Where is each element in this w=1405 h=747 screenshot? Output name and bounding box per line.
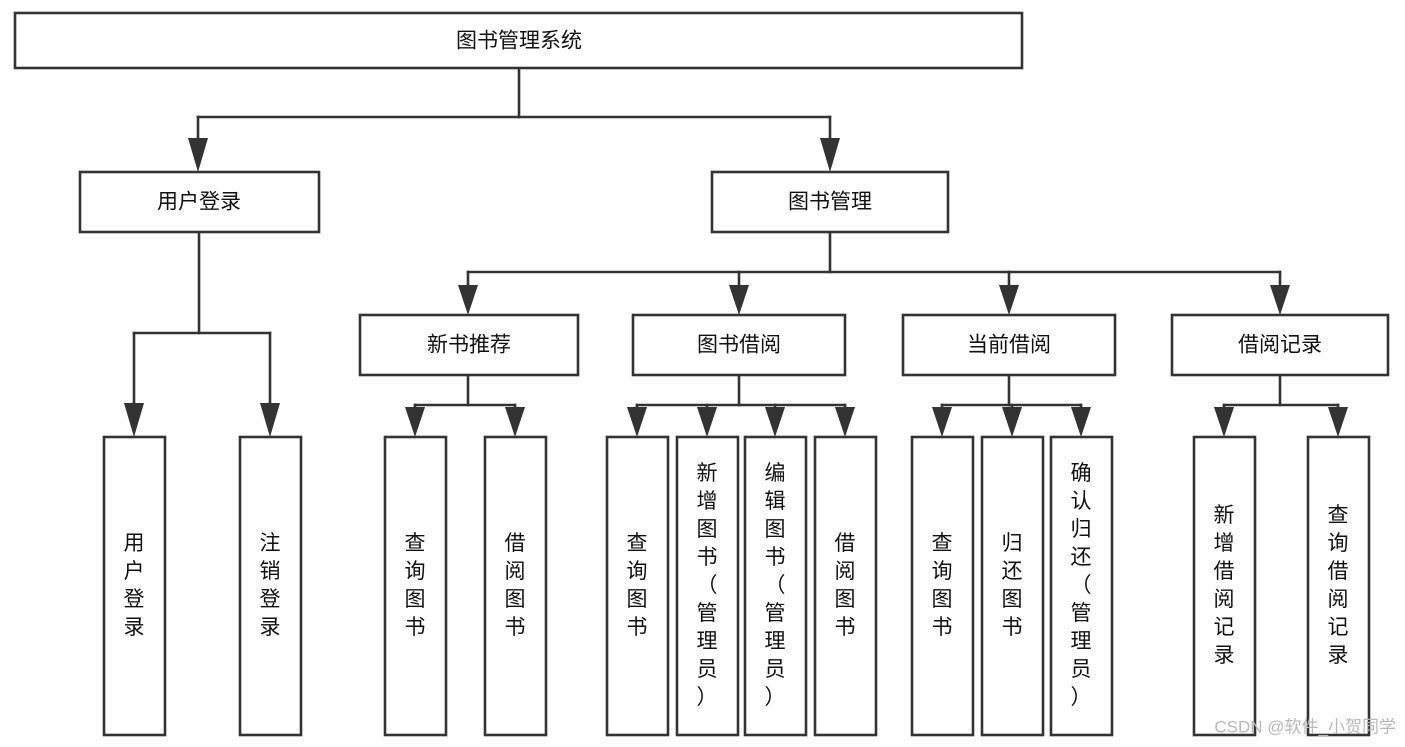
- node-leaf-query-book-2[interactable]: 查询图书: [605, 435, 670, 737]
- leaf-add-book-box: [675, 435, 740, 737]
- node-leaf-user-login[interactable]: 用户登录: [102, 435, 167, 737]
- arrow-bookmanage-to-newbook: [458, 285, 478, 315]
- node-book-borrow[interactable]: 图书借阅: [631, 313, 847, 377]
- leaf-query-book-3-box: [910, 435, 975, 737]
- node-root[interactable]: 图书管理系统: [13, 11, 1024, 70]
- node-leaf-edit-book[interactable]: 编辑图书（管理员）: [743, 435, 808, 737]
- leaf-user-login-label: 用户登录: [124, 532, 145, 639]
- node-borrow-record[interactable]: 借阅记录: [1170, 313, 1390, 377]
- node-user-login[interactable]: 用户登录: [78, 170, 321, 234]
- leaf-query-book-1-box: [383, 435, 448, 737]
- book-borrow-box: [631, 313, 847, 377]
- current-borrow-box: [901, 313, 1117, 377]
- leaf-edit-book-label: 编辑图书（管理员）: [765, 462, 786, 709]
- borrow-record-label: 借阅记录: [1238, 334, 1322, 357]
- node-leaf-return-book[interactable]: 归还图书: [980, 435, 1045, 737]
- user-login-label: 用户登录: [157, 191, 241, 214]
- leaf-add-record-box: [1192, 435, 1257, 737]
- arrow-root-to-user-login: [188, 138, 208, 172]
- leaf-query-book-1-label: 查询图书: [405, 532, 426, 639]
- new-book-rec-box: [358, 313, 580, 377]
- leaf-query-book-3-label: 查询图书: [932, 532, 953, 639]
- leaf-return-book-label: 归还图书: [1002, 532, 1023, 639]
- root-label: 图书管理系统: [456, 30, 582, 53]
- leaf-add-record-label: 新增借阅记录: [1214, 504, 1235, 667]
- arrow-borrowrecord-to-leaf1: [1214, 407, 1234, 437]
- arrow-userlogin-to-leaf2: [260, 403, 280, 437]
- leaf-user-logout-box: [238, 435, 303, 737]
- arrow-bookborrow-to-leaf2: [697, 407, 717, 437]
- csdn-watermark: CSDN @软件_小贺同学: [1214, 717, 1396, 736]
- leaf-confirm-return-box: [1049, 435, 1114, 737]
- leaf-add-book-label: 新增图书（管理员）: [697, 462, 718, 709]
- leaf-return-book-box: [980, 435, 1045, 737]
- leaf-user-login-box: [102, 435, 167, 737]
- arrow-bookmanage-to-bookborrow: [729, 285, 749, 315]
- arrow-newbook-to-leaf2: [505, 407, 525, 437]
- book-manage-box: [710, 170, 950, 234]
- node-leaf-query-record[interactable]: 查询借阅记录: [1306, 435, 1371, 737]
- arrow-currentborrow-to-leaf1: [932, 407, 952, 437]
- arrow-bookmanage-to-currentborrow: [999, 285, 1019, 315]
- leaf-query-record-label: 查询借阅记录: [1328, 504, 1349, 667]
- root-box: [13, 11, 1024, 70]
- node-leaf-borrow-book-2[interactable]: 借阅图书: [813, 435, 878, 737]
- arrow-userlogin-to-leaf1: [124, 403, 144, 437]
- node-leaf-query-book-3[interactable]: 查询图书: [910, 435, 975, 737]
- leaf-query-book-2-label: 查询图书: [627, 532, 648, 639]
- user-login-box: [78, 170, 321, 234]
- leaf-borrow-book-2-label: 借阅图书: [835, 532, 856, 639]
- new-book-rec-label: 新书推荐: [427, 334, 511, 357]
- current-borrow-label: 当前借阅: [967, 334, 1051, 357]
- arrow-currentborrow-to-leaf3: [1071, 407, 1091, 437]
- arrow-bookborrow-to-leaf3: [765, 407, 785, 437]
- arrow-newbook-to-leaf1: [405, 407, 425, 437]
- leaf-user-logout-label: 注销登录: [260, 532, 281, 639]
- arrow-bookborrow-to-leaf4: [835, 407, 855, 437]
- leaf-borrow-book-1-box: [483, 435, 548, 737]
- node-current-borrow[interactable]: 当前借阅: [901, 313, 1117, 377]
- arrow-borrowrecord-to-leaf2: [1328, 407, 1348, 437]
- leaf-borrow-book-2-box: [813, 435, 878, 737]
- node-leaf-query-book-1[interactable]: 查询图书: [383, 435, 448, 737]
- node-book-manage[interactable]: 图书管理: [710, 170, 950, 234]
- arrow-currentborrow-to-leaf2: [1002, 407, 1022, 437]
- book-borrow-label: 图书借阅: [697, 334, 781, 357]
- borrow-record-box: [1170, 313, 1390, 377]
- connector-layer: [124, 66, 1348, 437]
- leaf-query-book-2-box: [605, 435, 670, 737]
- leaf-borrow-book-1-label: 借阅图书: [505, 532, 526, 639]
- node-leaf-user-logout[interactable]: 注销登录: [238, 435, 303, 737]
- book-manage-label: 图书管理: [788, 191, 872, 214]
- arrow-root-to-book-manage: [820, 138, 840, 172]
- node-leaf-add-record[interactable]: 新增借阅记录: [1192, 435, 1257, 737]
- node-leaf-borrow-book-1[interactable]: 借阅图书: [483, 435, 548, 737]
- arrow-bookborrow-to-leaf1: [627, 407, 647, 437]
- node-new-book-rec[interactable]: 新书推荐: [358, 313, 580, 377]
- node-leaf-add-book[interactable]: 新增图书（管理员）: [675, 435, 740, 737]
- leaf-edit-book-box: [743, 435, 808, 737]
- node-leaf-confirm-return[interactable]: 确认归还（管理员）: [1049, 435, 1114, 737]
- leaf-query-record-box: [1306, 435, 1371, 737]
- leaf-confirm-return-label: 确认归还（管理员）: [1071, 462, 1092, 709]
- arrow-bookmanage-to-borrowrecord: [1270, 285, 1290, 315]
